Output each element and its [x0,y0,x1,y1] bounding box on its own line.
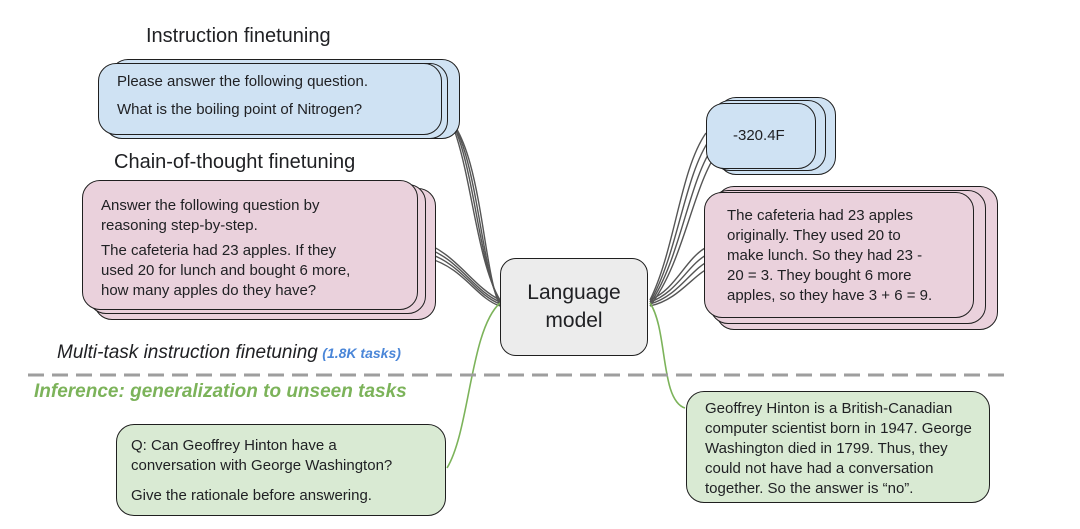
instruction-line-1: Please answer the following question. [117,73,368,90]
inference-title: Inference: generalization to unseen task… [34,381,407,402]
output-connectors [649,132,719,307]
multitask-title-group: Multi-task instruction finetuning (1.8K … [57,342,401,364]
instruction-finetuning-title: Instruction finetuning [146,25,331,47]
connector-answer-short-1 [649,132,707,301]
cot-finetuning-title: Chain-of-thought finetuning [114,151,356,173]
inference-question-line-1: Q: Can Geoffrey Hinton have a conversati… [131,437,393,474]
inference-answer-text: Geoffrey Hinton is a British-Canadian co… [705,400,972,497]
tasks-count-badge: (1.8K tasks) [322,345,401,361]
connector-answer-short-2 [649,138,711,303]
instruction-box: Please answer the following question. Wh… [98,63,442,135]
connector-instruction-4 [443,112,501,307]
connector-inference-answer [649,302,686,409]
cot-line-1: Answer the following question by reasoni… [101,197,320,234]
connector-answer-cot-2 [649,253,709,303]
inference-connectors [446,302,686,469]
answer-cot-text: The cafeteria had 23 apples originally. … [727,207,933,304]
instruction-line-2: What is the boiling point of Nitrogen? [117,101,363,118]
language-model-box: Language model [500,258,648,356]
connector-cot-4 [427,257,501,307]
inference-question-line-2: Give the rationale before answering. [131,487,372,504]
answer-short-text: -320.4F [733,127,785,144]
cot-box: Answer the following question by reasoni… [82,180,418,310]
multitask-title: Multi-task instruction finetuning [57,342,318,363]
inference-answer-box: Geoffrey Hinton is a British-Canadian co… [686,391,990,503]
connector-inference-question [446,302,501,469]
answer-cot-box: The cafeteria had 23 apples originally. … [704,192,974,318]
language-model-label: Language model [527,281,621,332]
connector-answer-short-3 [649,144,715,305]
cot-line-2: The cafeteria had 23 apples. If they use… [101,242,351,299]
connector-answer-cot-1 [649,247,706,301]
inference-question-box: Q: Can Geoffrey Hinton have a conversati… [116,424,446,516]
answer-short-box: -320.4F [706,103,816,169]
connector-answer-short-4 [649,150,719,307]
